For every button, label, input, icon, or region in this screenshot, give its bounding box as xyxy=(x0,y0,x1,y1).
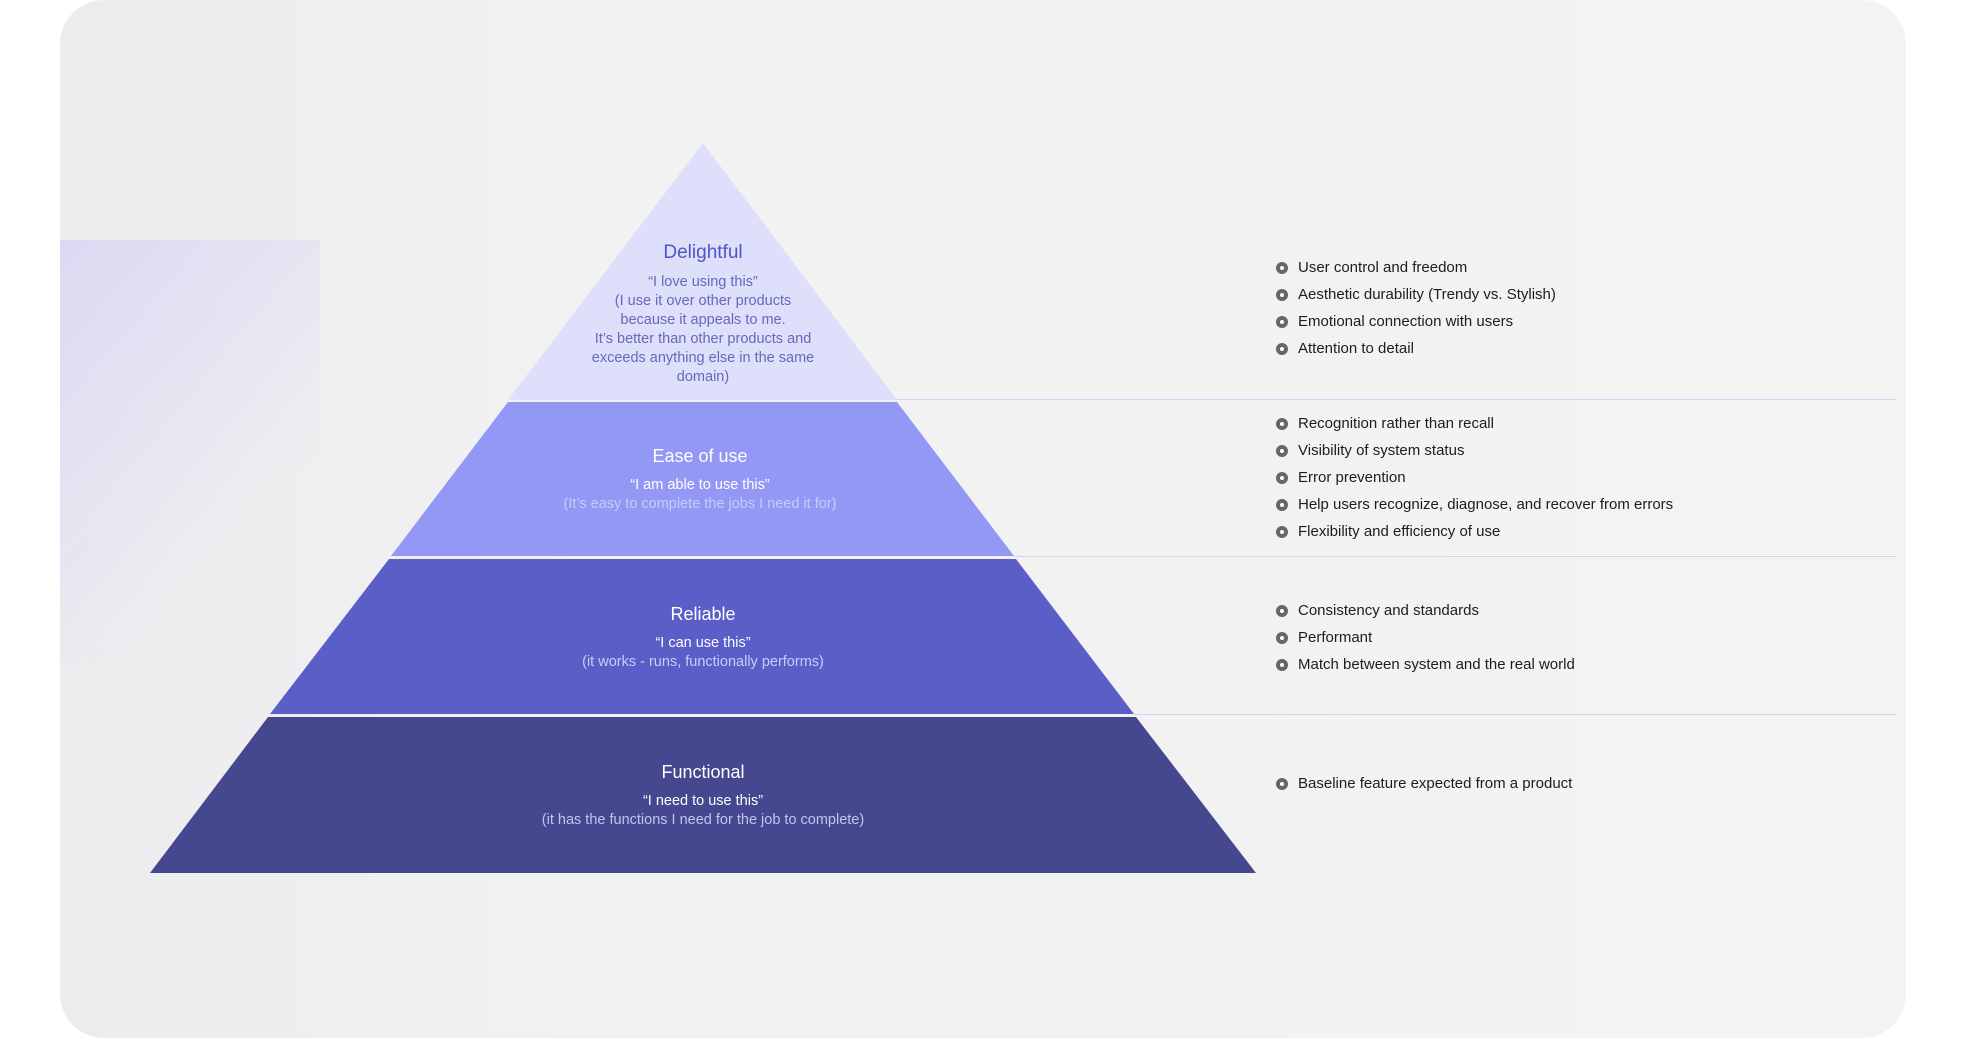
list-item: Emotional connection with users xyxy=(1276,308,1556,335)
tier-quote: “I am able to use this” xyxy=(630,477,770,493)
list-item-label: Performant xyxy=(1298,629,1373,646)
bullet-icon xyxy=(1276,444,1288,457)
list-item: Consistency and standards xyxy=(1276,597,1575,624)
tier-title: Reliable xyxy=(670,604,736,624)
reliable-attributes-list: Consistency and standards Performant Mat… xyxy=(1276,597,1575,678)
bullet-icon xyxy=(1276,288,1288,301)
list-item: Help users recognize, diagnose, and reco… xyxy=(1276,491,1673,518)
divider-line xyxy=(897,399,1896,400)
list-item: Visibility of system status xyxy=(1276,437,1673,464)
list-item-label: Recognition rather than recall xyxy=(1298,415,1494,432)
functional-attributes-list: Baseline feature expected from a product xyxy=(1276,770,1572,797)
tier-title: Ease of use xyxy=(652,446,748,466)
list-item-label: Consistency and standards xyxy=(1298,602,1479,619)
bullet-icon xyxy=(1276,498,1288,511)
divider-line xyxy=(1134,714,1896,715)
bullet-icon xyxy=(1276,342,1288,355)
bullet-icon xyxy=(1276,261,1288,274)
list-item: Attention to detail xyxy=(1276,335,1556,362)
bullet-icon xyxy=(1276,525,1288,538)
list-item-label: Visibility of system status xyxy=(1298,442,1465,459)
list-item: Performant xyxy=(1276,624,1575,651)
bullet-icon xyxy=(1276,604,1288,617)
list-item-label: Error prevention xyxy=(1298,469,1406,486)
list-item-label: Aesthetic durability (Trendy vs. Stylish… xyxy=(1298,286,1556,303)
tier-functional-text: Functional “I need to use this” (it has … xyxy=(453,761,953,830)
tier-description: (it works - runs, functionally performs) xyxy=(582,654,824,670)
tier-description: (I use it over other products because it… xyxy=(591,293,815,385)
list-item: Error prevention xyxy=(1276,464,1673,491)
bullet-icon xyxy=(1276,777,1288,790)
tier-quote: “I can use this” xyxy=(655,635,751,651)
list-item: Flexibility and efficiency of use xyxy=(1276,518,1673,545)
tier-ease-of-use-shape xyxy=(391,402,1014,556)
tier-quote: “I love using this” xyxy=(648,274,758,290)
list-item-label: Baseline feature expected from a product xyxy=(1298,775,1573,792)
delightful-attributes-list: User control and freedom Aesthetic durab… xyxy=(1276,254,1556,362)
bullet-icon xyxy=(1276,315,1288,328)
tier-description: (it has the functions I need for the job… xyxy=(541,812,865,828)
list-item-label: Flexibility and efficiency of use xyxy=(1298,523,1501,540)
list-item-label: User control and freedom xyxy=(1298,259,1468,276)
list-item: Aesthetic durability (Trendy vs. Stylish… xyxy=(1276,281,1556,308)
list-item-label: Emotional connection with users xyxy=(1298,313,1514,330)
tier-title: Delightful xyxy=(663,242,743,263)
list-item: Baseline feature expected from a product xyxy=(1276,770,1572,797)
list-item-label: Help users recognize, diagnose, and reco… xyxy=(1298,496,1674,513)
ease-of-use-attributes-list: Recognition rather than recall Visibilit… xyxy=(1276,410,1673,545)
list-item: User control and freedom xyxy=(1276,254,1556,281)
bullet-icon xyxy=(1276,417,1288,430)
divider-line xyxy=(1014,556,1896,557)
tier-description: (It’s easy to complete the jobs I need i… xyxy=(563,496,837,512)
tier-delightful-shape xyxy=(508,143,897,400)
tier-reliable-shape xyxy=(270,559,1134,714)
tier-delightful-text: Delightful “I love using this” (I use it… xyxy=(553,242,853,387)
list-item-label: Match between system and the real world xyxy=(1298,656,1575,673)
tier-ease-of-use-text: Ease of use “I am able to use this” (It’… xyxy=(470,445,930,514)
tier-reliable-text: Reliable “I can use this” (it works - ru… xyxy=(473,603,933,672)
bullet-icon xyxy=(1276,658,1288,671)
bullet-icon xyxy=(1276,631,1288,644)
tier-functional-shape xyxy=(150,717,1256,873)
tier-title: Functional xyxy=(661,762,745,782)
list-item-label: Attention to detail xyxy=(1298,340,1414,357)
bullet-icon xyxy=(1276,471,1288,484)
tier-quote: “I need to use this” xyxy=(642,793,764,809)
list-item: Match between system and the real world xyxy=(1276,651,1575,678)
list-item: Recognition rather than recall xyxy=(1276,410,1673,437)
